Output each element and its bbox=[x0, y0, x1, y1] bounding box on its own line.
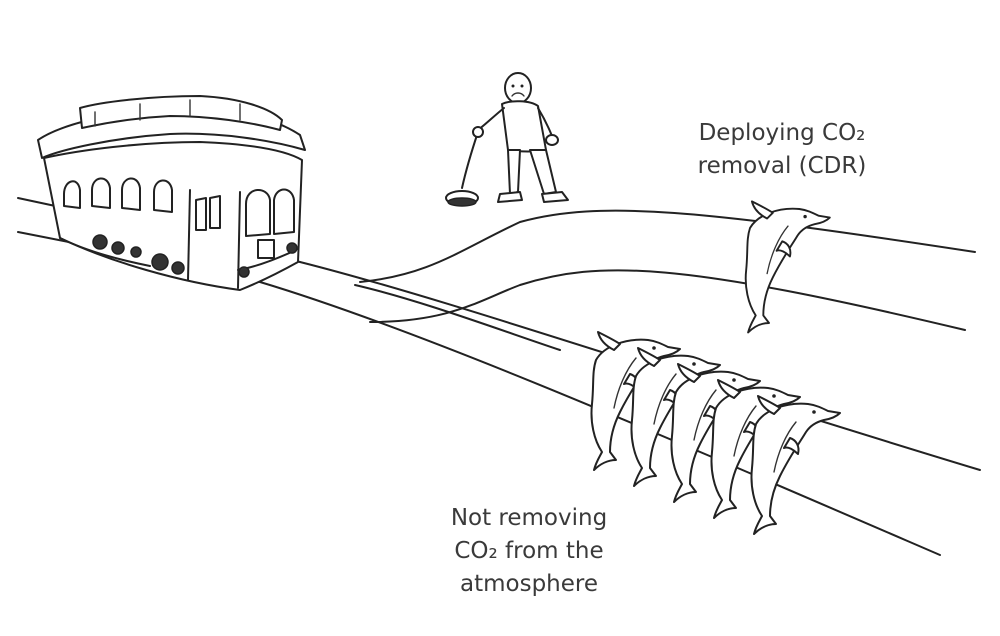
caption-no-removal-line1: Not removing bbox=[450, 505, 608, 531]
lever-person bbox=[445, 72, 569, 207]
caption-no-removal-line3: atmosphere bbox=[460, 571, 598, 597]
caption-no-removal: Not removing CO₂ from the atmosphere bbox=[414, 502, 644, 601]
caption-cdr: Deploying CO₂ removal (CDR) bbox=[672, 117, 892, 183]
lower-track bbox=[259, 261, 981, 556]
dolphin-upper-track bbox=[744, 200, 831, 334]
trolley bbox=[37, 95, 306, 291]
caption-cdr-line1: Deploying CO₂ bbox=[698, 120, 866, 146]
caption-cdr-line2: removal (CDR) bbox=[697, 153, 867, 179]
upper-track bbox=[359, 209, 976, 331]
caption-no-removal-line2: CO₂ from the bbox=[454, 538, 604, 564]
